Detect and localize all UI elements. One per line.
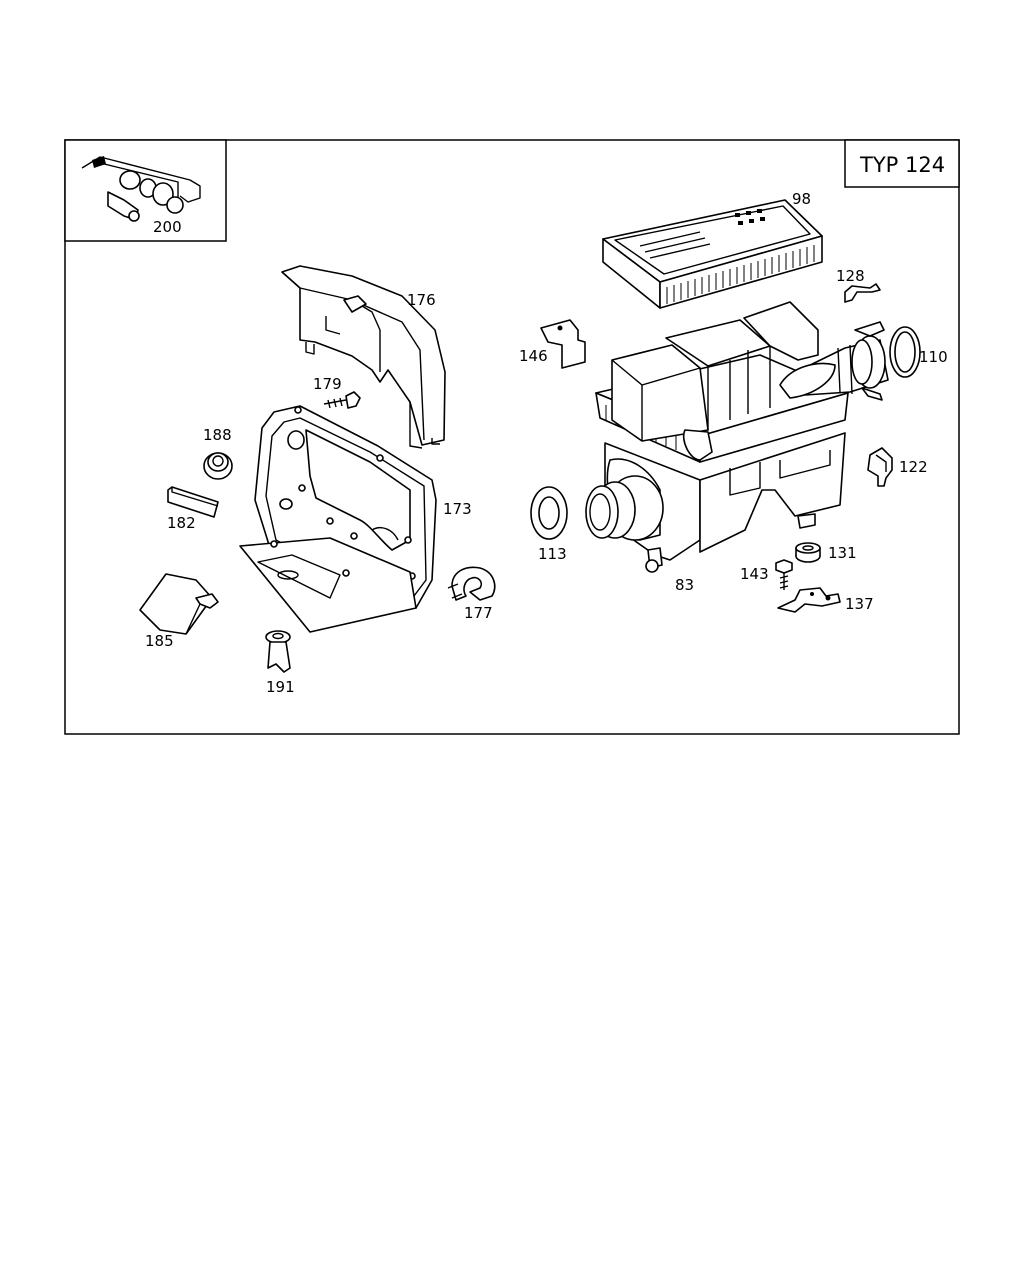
bracket-icon <box>540 319 586 369</box>
callout-173: 173 <box>443 500 472 518</box>
type-label: TYP 124 <box>859 153 945 177</box>
inset-valve-icon <box>81 156 201 222</box>
callout-83: 83 <box>675 576 694 594</box>
inset-label: 200 <box>153 218 182 236</box>
callout-191: 191 <box>266 678 295 696</box>
callout-128: 128 <box>836 267 865 285</box>
inset-box <box>64 139 227 242</box>
lower-housing-icon <box>239 405 437 633</box>
type-box <box>844 139 960 188</box>
callout-176: 176 <box>407 291 436 309</box>
callout-122: 122 <box>899 458 928 476</box>
callout-131: 131 <box>828 544 857 562</box>
sleeve-icon <box>530 486 568 540</box>
clamp-icon <box>867 447 893 487</box>
callout-179: 179 <box>313 375 342 393</box>
hose-clip-icon <box>447 566 496 601</box>
mounting-bracket-icon <box>777 587 841 613</box>
air-filter-housing-icon <box>585 301 849 573</box>
clip-icon <box>844 283 881 303</box>
drain-valve-icon <box>265 630 291 673</box>
air-filter-element-icon <box>602 199 823 309</box>
grommet-icon <box>203 452 233 480</box>
intake-duct-icon <box>779 321 889 401</box>
callout-182: 182 <box>167 514 196 532</box>
diagram-frame <box>64 139 960 735</box>
callout-185: 185 <box>145 632 174 650</box>
rubber-buffer-icon <box>795 542 821 563</box>
bolt-icon <box>323 391 361 409</box>
callout-143: 143 <box>740 565 769 583</box>
callout-110: 110 <box>919 348 948 366</box>
callout-188: 188 <box>203 426 232 444</box>
cover-plate-icon <box>139 573 219 635</box>
callout-146: 146 <box>519 347 548 365</box>
callout-137: 137 <box>845 595 874 613</box>
callout-113: 113 <box>538 545 567 563</box>
upper-cover-icon <box>281 265 446 449</box>
pad-icon <box>167 486 219 518</box>
seal-ring-icon <box>889 326 921 378</box>
screw-icon <box>775 559 793 590</box>
callout-98: 98 <box>792 190 811 208</box>
callout-177: 177 <box>464 604 493 622</box>
